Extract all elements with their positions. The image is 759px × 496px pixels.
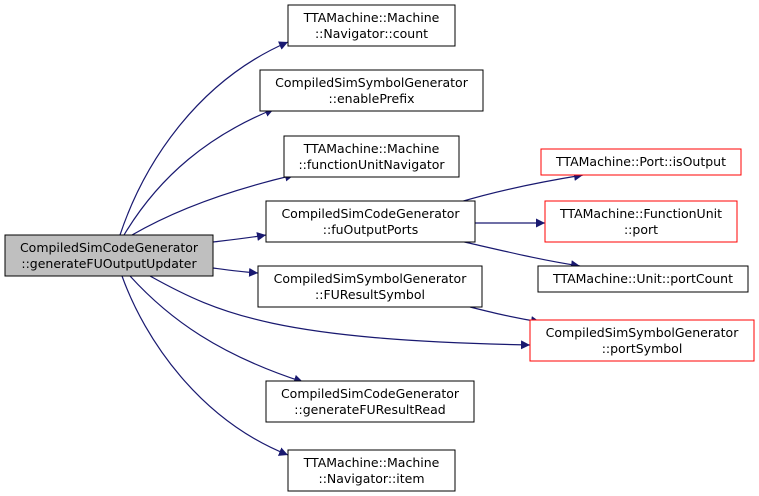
edge-root-to-fu-result-symbol xyxy=(212,267,259,277)
edge-root-to-navigator-count xyxy=(119,41,289,236)
node-function-unit-port[interactable]: TTAMachine::FunctionUnit ::port xyxy=(544,200,738,243)
node-unit-port-count[interactable]: TTAMachine::Unit::portCount xyxy=(537,265,749,293)
node-port-is-output[interactable]: TTAMachine::Port::isOutput xyxy=(540,148,742,176)
node-function-unit-navigator-label-1: TTAMachine::Machine xyxy=(303,141,440,156)
node-fu-result-symbol[interactable]: CompiledSimSymbolGenerator ::FUResultSym… xyxy=(257,265,483,308)
node-enable-prefix-label-2: ::enablePrefix xyxy=(329,91,415,106)
node-navigator-item[interactable]: TTAMachine::Machine ::Navigator::item xyxy=(287,449,456,492)
edge-root-to-generate-fu-result-read xyxy=(129,275,304,384)
node-generate-fu-result-read[interactable]: CompiledSimCodeGenerator ::generateFURes… xyxy=(265,380,475,423)
call-edges xyxy=(119,41,584,456)
node-generate-fu-result-read-label-1: CompiledSimCodeGenerator xyxy=(281,386,460,401)
edge-root-to-enable-prefix xyxy=(123,108,275,236)
node-fu-result-symbol-label-2: ::FUResultSymbol xyxy=(315,287,425,302)
node-navigator-count-label-2: ::Navigator::count xyxy=(315,26,428,41)
node-fu-output-ports[interactable]: CompiledSimCodeGenerator ::fuOutputPorts xyxy=(265,200,476,243)
node-fu-result-symbol-label-1: CompiledSimSymbolGenerator xyxy=(274,271,468,286)
node-enable-prefix-label-1: CompiledSimSymbolGenerator xyxy=(275,75,469,90)
node-navigator-item-label-2: ::Navigator::item xyxy=(318,471,424,486)
node-port-symbol-label-2: ::portSymbol xyxy=(602,341,683,356)
node-navigator-item-label-1: TTAMachine::Machine xyxy=(303,455,440,470)
node-unit-port-count-label: TTAMachine::Unit::portCount xyxy=(552,271,733,286)
node-port-symbol-label-1: CompiledSimSymbolGenerator xyxy=(546,325,740,340)
node-function-unit-navigator[interactable]: TTAMachine::Machine ::functionUnitNaviga… xyxy=(283,135,460,178)
node-function-unit-port-label-2: ::port xyxy=(624,222,658,237)
node-function-unit-port-label-1: TTAMachine::FunctionUnit xyxy=(559,206,722,221)
node-fu-output-ports-label-2: ::fuOutputPorts xyxy=(323,222,418,237)
node-navigator-count[interactable]: TTAMachine::Machine ::Navigator::count xyxy=(287,4,456,47)
node-root-label-2: ::generateFUOutputUpdater xyxy=(21,256,197,271)
edge-fu-output-ports-to-is-output xyxy=(459,172,584,203)
edge-root-to-function-unit-navigator xyxy=(131,172,295,236)
edge-root-to-port-symbol xyxy=(149,275,531,350)
call-nodes: CompiledSimCodeGenerator ::generateFUOut… xyxy=(4,4,755,492)
node-generate-fu-result-read-label-2: ::generateFUResultRead xyxy=(294,402,445,417)
node-function-unit-navigator-label-2: ::functionUnitNavigator xyxy=(298,157,445,172)
edge-root-to-fu-output-ports xyxy=(212,232,267,243)
node-fu-output-ports-label-1: CompiledSimCodeGenerator xyxy=(281,206,460,221)
node-port-is-output-label: TTAMachine::Port::isOutput xyxy=(555,154,726,169)
edge-fu-output-ports-to-port-count xyxy=(459,240,581,270)
node-port-symbol[interactable]: CompiledSimSymbolGenerator ::portSymbol xyxy=(529,319,755,362)
node-navigator-count-label-1: TTAMachine::Machine xyxy=(303,10,440,25)
node-enable-prefix[interactable]: CompiledSimSymbolGenerator ::enablePrefi… xyxy=(259,69,484,112)
node-root-label-1: CompiledSimCodeGenerator xyxy=(20,240,199,255)
edge-root-to-navigator-item xyxy=(121,275,289,456)
node-root[interactable]: CompiledSimCodeGenerator ::generateFUOut… xyxy=(4,234,214,277)
